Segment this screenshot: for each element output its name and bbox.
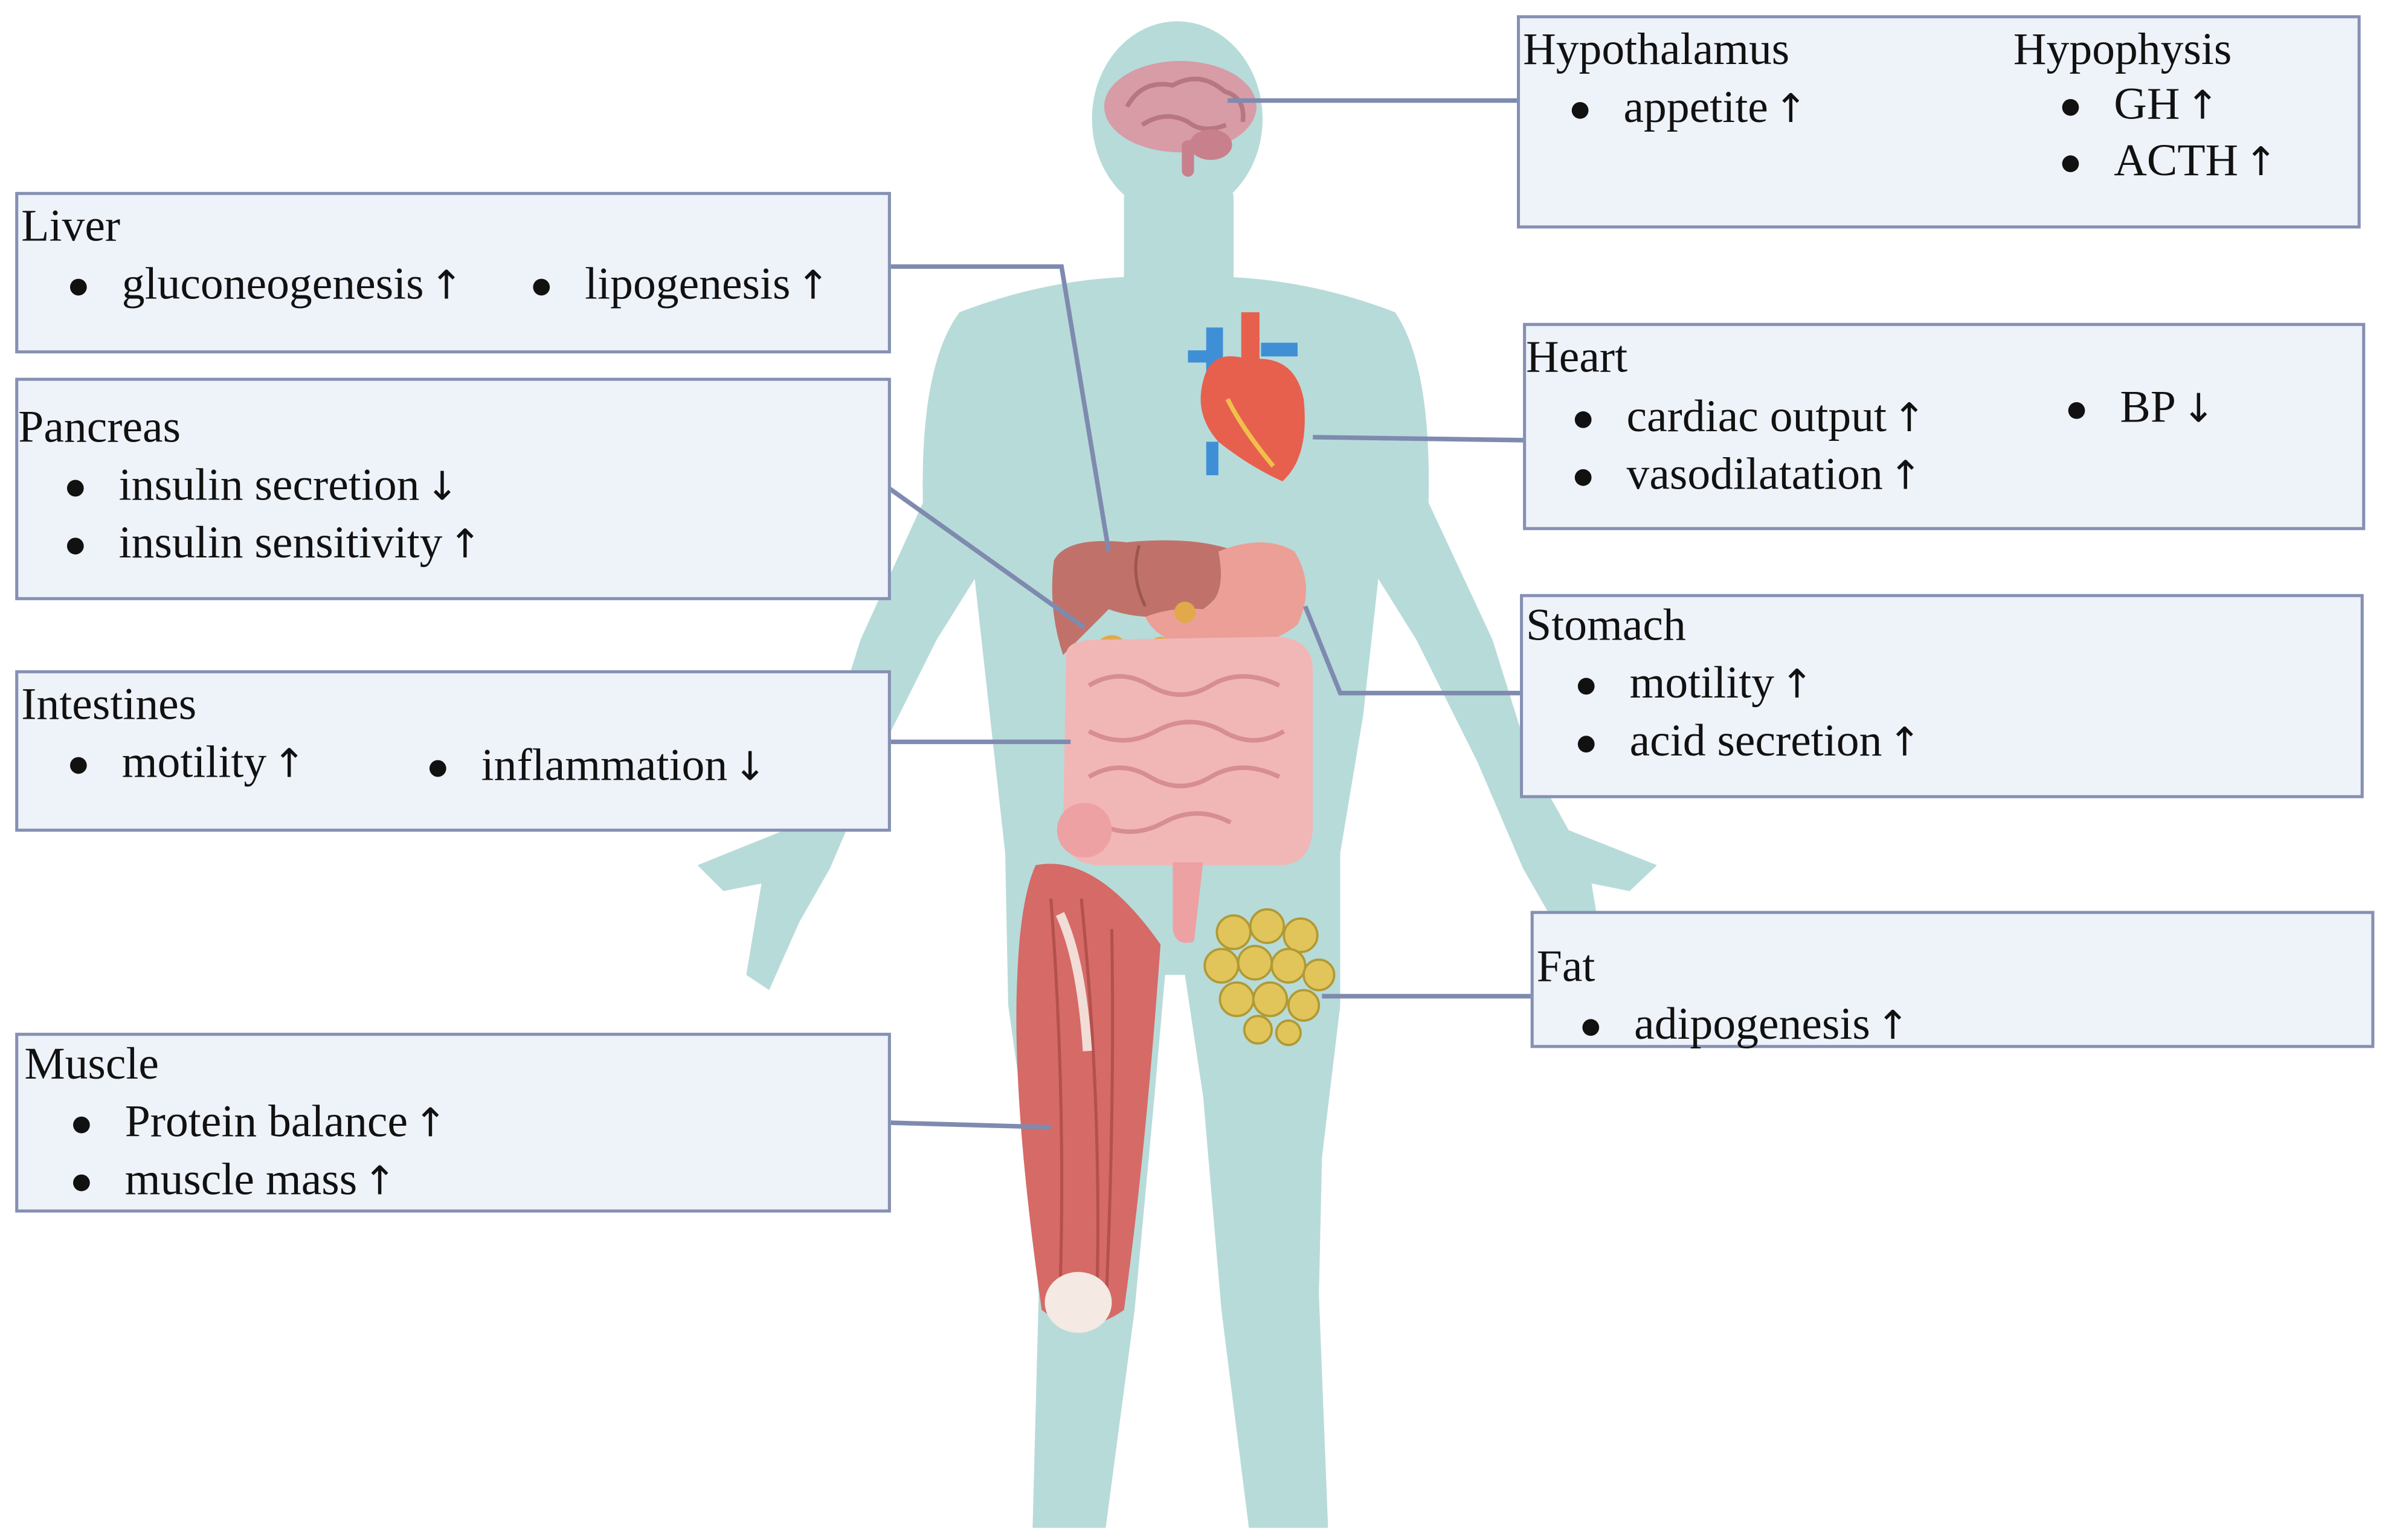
pancreas-title: Pancreas: [18, 402, 181, 453]
liver-icon: [1052, 540, 1228, 655]
fat-box: Fat adipogenesis↑: [1530, 911, 2375, 1050]
intestines-item: motility↑: [69, 737, 306, 791]
pancreas-item: insulin secretion↓: [66, 460, 459, 513]
stomach-title: Stomach: [1526, 600, 1686, 651]
fat-item: adipogenesis↑: [1582, 999, 1910, 1053]
intestines-icon: [1057, 637, 1313, 943]
pancreas-item: insulin sensitivity↑: [66, 518, 481, 571]
intestines-item: inflammation↓: [429, 740, 767, 794]
liver-item: lipogenesis↑: [533, 259, 829, 312]
liver-title: Liver: [21, 201, 121, 252]
liver-box: Liver gluconeogenesis↑ lipogenesis↑: [15, 191, 891, 354]
intestines-box: Intestines motility↑ inflammation↓: [15, 670, 891, 832]
hypophysis-item: GH↑: [2062, 79, 2219, 132]
heart-item: vasodilatation↑: [1574, 449, 1922, 502]
hypothalamus-hypophysis-box: Hypothalamus appetite↑ Hypophysis GH↑ AC…: [1517, 15, 2361, 229]
muscle-title: Muscle: [24, 1039, 159, 1089]
intestines-title: Intestines: [21, 679, 197, 730]
stomach-item: acid secretion↑: [1577, 716, 1921, 769]
hypothalamus-title: Hypothalamus: [1523, 24, 1790, 75]
connector-lines: [886, 98, 1534, 1130]
stomach-item: motility↑: [1577, 658, 1814, 711]
fat-title: Fat: [1536, 941, 1595, 992]
heart-title: Heart: [1526, 332, 1628, 383]
brain-icon: [1104, 60, 1257, 177]
hypophysis-item: ACTH↑: [2062, 135, 2277, 188]
muscle-item: muscle mass↑: [73, 1155, 396, 1208]
heart-box: Heart cardiac output↑ vasodilatation↑ BP…: [1523, 322, 2366, 530]
fat-icon: [1203, 908, 1336, 1047]
pancreas-box: Pancreas insulin secretion↓ insulin sens…: [15, 377, 891, 600]
hypophysis-title: Hypophysis: [2013, 24, 2232, 75]
muscle-item: Protein balance↑: [73, 1097, 447, 1150]
heart-item: BP↓: [2068, 382, 2215, 435]
muscle-icon: [1016, 864, 1161, 1333]
stomach-box: Stomach motility↑ acid secretion↑: [1520, 594, 2364, 798]
heart-item: cardiac output↑: [1574, 391, 1926, 444]
hypothalamus-item: appetite↑: [1571, 82, 1807, 135]
liver-item: gluconeogenesis↑: [69, 259, 463, 312]
heart-icon: [1188, 312, 1305, 482]
muscle-box: Muscle Protein balance↑ muscle mass↑: [15, 1033, 891, 1213]
